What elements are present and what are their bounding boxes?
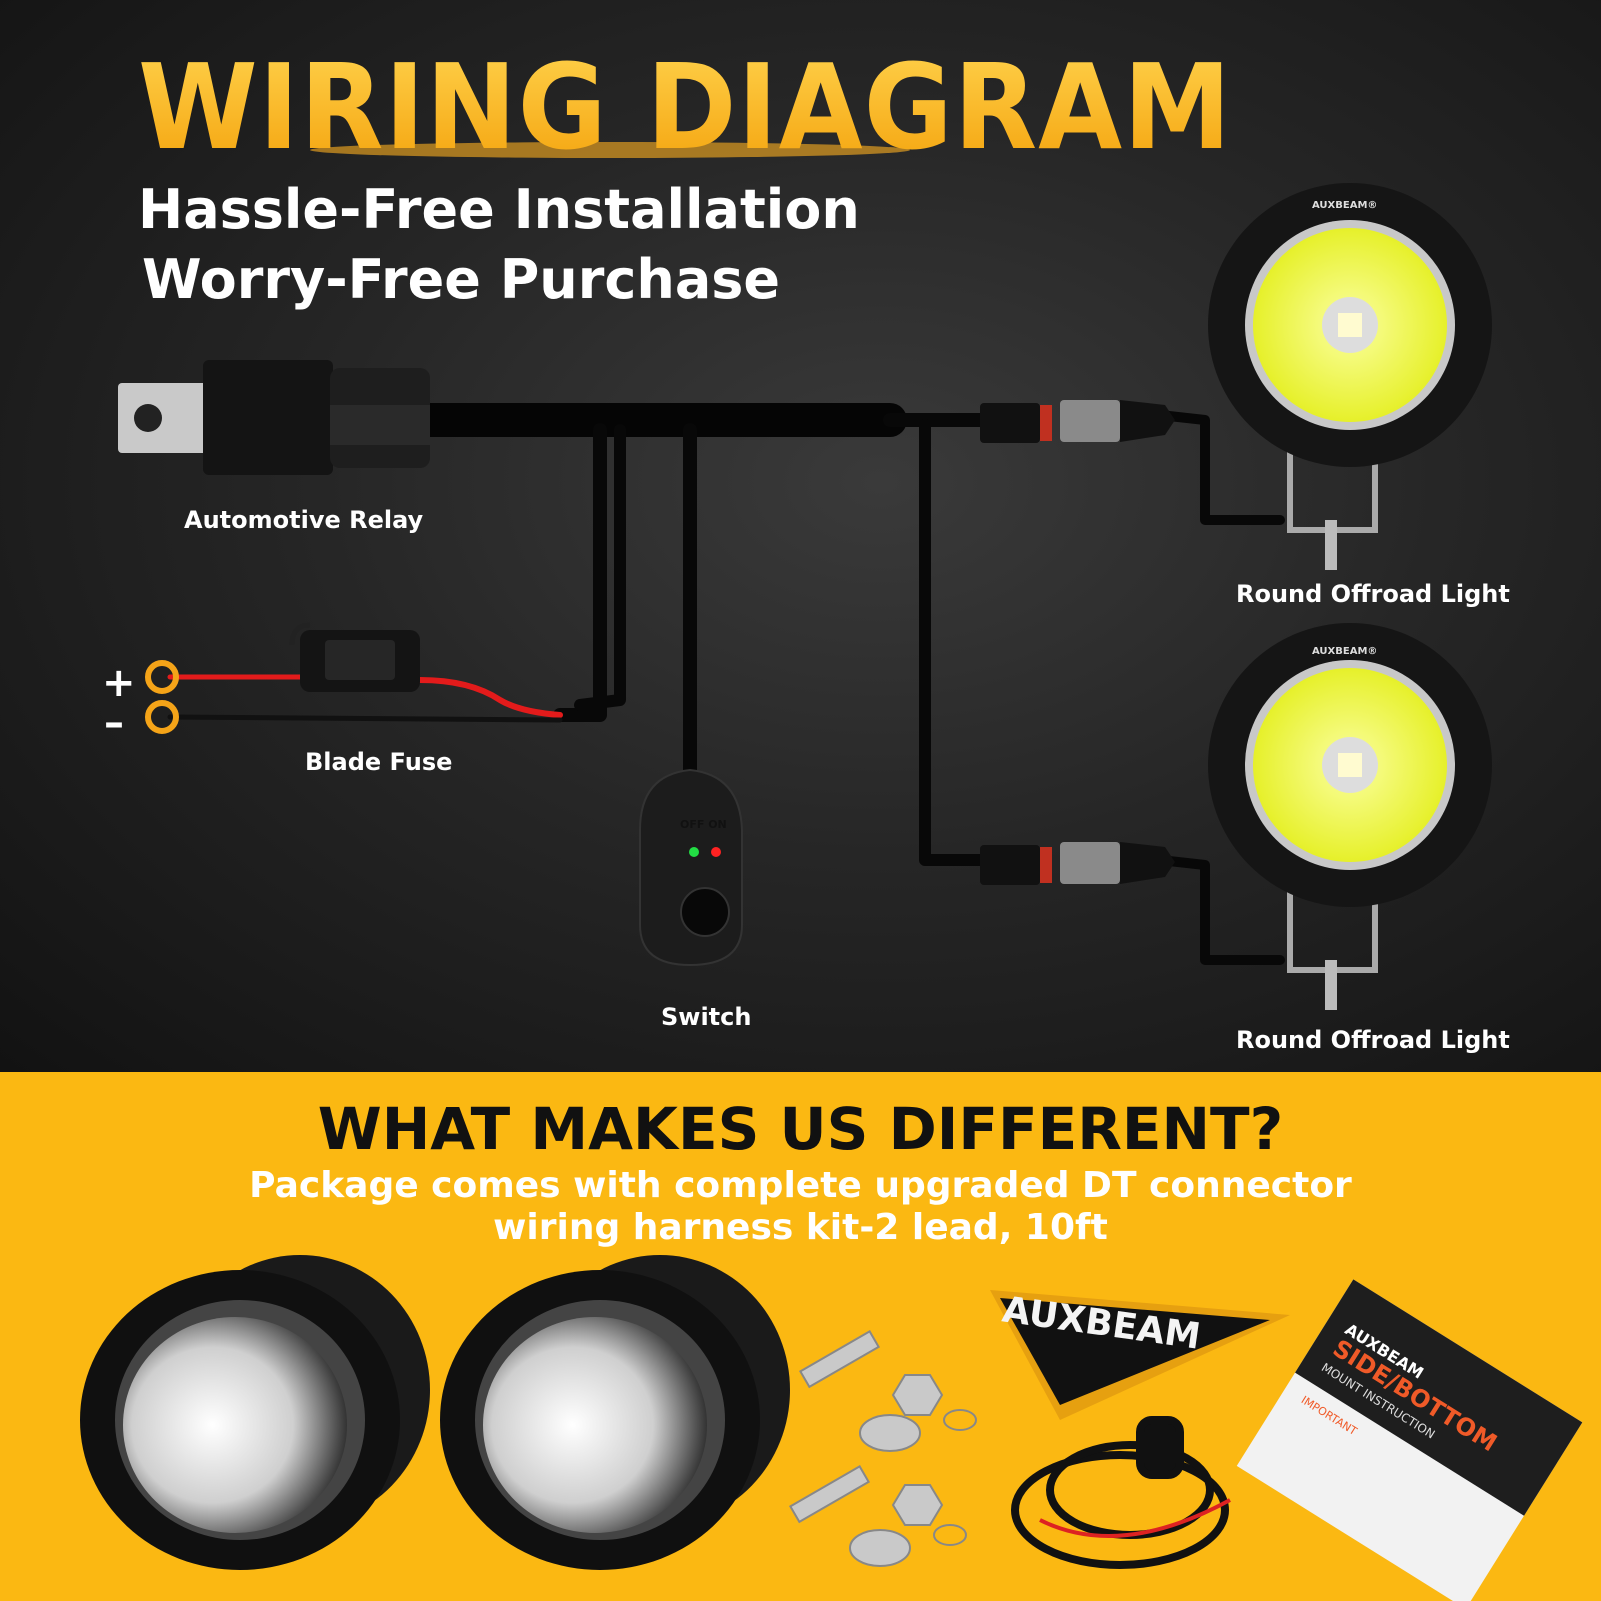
round-offroad-light-2: [1208, 623, 1492, 1010]
label-light-1: Round Offroad Light: [1236, 580, 1510, 608]
label-switch: Switch: [661, 1003, 752, 1031]
subtitle-installation: Hassle-Free Installation: [138, 178, 860, 241]
dt-connector-1: [980, 400, 1175, 443]
subtitle-purchase: Worry-Free Purchase: [142, 248, 781, 311]
page-title: WIRING DIAGRAM: [138, 38, 1233, 176]
green-led-icon: [689, 847, 699, 857]
rocker-switch: [639, 768, 743, 967]
negative-terminal-icon: [145, 700, 179, 734]
label-light-2: Round Offroad Light: [1236, 1026, 1510, 1054]
round-offroad-light-1: [1208, 183, 1492, 570]
switch-button-icon: [680, 887, 730, 937]
package-line-2: wiring harness kit-2 lead, 10ft: [493, 1207, 1108, 1248]
wiring-harness-kit: [1011, 1416, 1231, 1569]
package-heading: WHAT MAKES US DIFFERENT?: [317, 1095, 1284, 1163]
instruction-manual: AUXBEAM SIDE/BOTTOM MOUNT INSTRUCTION IM…: [1236, 1279, 1583, 1601]
light-brand-2: AUXBEAM®: [1312, 646, 1378, 657]
automotive-relay: [118, 360, 430, 475]
switch-off-on-text: OFF ON: [680, 818, 727, 831]
harness-wires: [167, 403, 1285, 965]
blade-fuse: [289, 622, 420, 692]
label-fuse: Blade Fuse: [305, 748, 453, 776]
negative-sign: –: [104, 700, 124, 746]
positive-sign: +: [102, 660, 136, 706]
light-brand-1: AUXBEAM®: [1312, 200, 1378, 211]
package-light-2: [440, 1255, 790, 1570]
label-relay: Automotive Relay: [184, 506, 424, 534]
dt-connector-2: [980, 842, 1175, 885]
negative-wire: [167, 714, 563, 723]
mounting-hardware: [788, 1329, 977, 1567]
positive-terminal-icon: [145, 660, 179, 694]
package-description: Package comes with complete upgraded DT …: [0, 1165, 1601, 1249]
package-line-1: Package comes with complete upgraded DT …: [249, 1165, 1352, 1206]
package-light-1: [80, 1255, 430, 1570]
auxbeam-badge: AUXBEAM: [990, 1289, 1290, 1420]
red-led-icon: [711, 847, 721, 857]
